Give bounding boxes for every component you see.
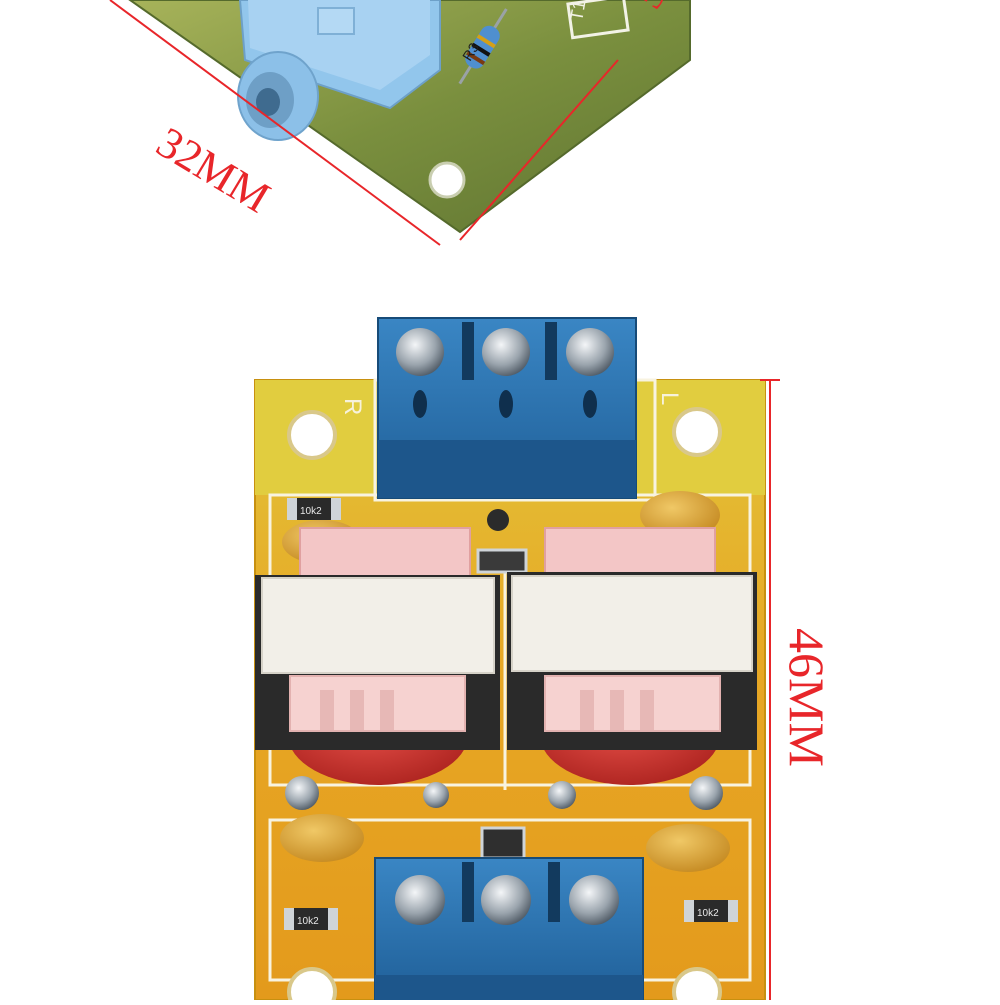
capacitor — [280, 814, 364, 862]
resistor-r3 — [458, 8, 508, 85]
dimension-label-height: 46MM — [779, 628, 835, 767]
resistor-marking: 10k2 — [300, 506, 322, 517]
mount-hole — [428, 161, 466, 199]
dimension-line-length — [459, 59, 619, 241]
audio-jack — [237, 0, 441, 141]
smd-resistor — [684, 900, 738, 922]
smd-resistor — [287, 498, 341, 520]
terminal-block-top — [377, 317, 637, 499]
silkscreen-r: R — [339, 398, 366, 415]
resistor-marking: 10k2 — [697, 908, 719, 919]
mount-hole — [287, 967, 337, 1005]
silkscreen-l: L — [656, 392, 683, 405]
solder-joint — [548, 781, 576, 809]
mount-hole — [287, 410, 337, 460]
solder-joint — [689, 776, 723, 810]
capacitor — [646, 824, 730, 872]
dimension-line-width — [109, 0, 441, 246]
resistor-marking: 10k2 — [297, 916, 319, 927]
bottom-board — [254, 317, 780, 1005]
transformer-left — [255, 527, 500, 785]
smd-part — [476, 548, 528, 574]
silkscreen-t1: T1 — [566, 0, 589, 23]
terminal-block-bottom — [374, 857, 644, 1001]
smd-resistor — [284, 908, 338, 930]
mount-hole — [672, 967, 722, 1005]
mount-hole — [672, 407, 722, 457]
via-hole — [487, 509, 509, 531]
silkscreen-box — [566, 0, 630, 40]
top-board — [109, 0, 691, 246]
transformer-right — [507, 527, 757, 785]
smd-part — [480, 826, 526, 860]
solder-joint — [423, 782, 449, 808]
solder-joint — [285, 776, 319, 810]
